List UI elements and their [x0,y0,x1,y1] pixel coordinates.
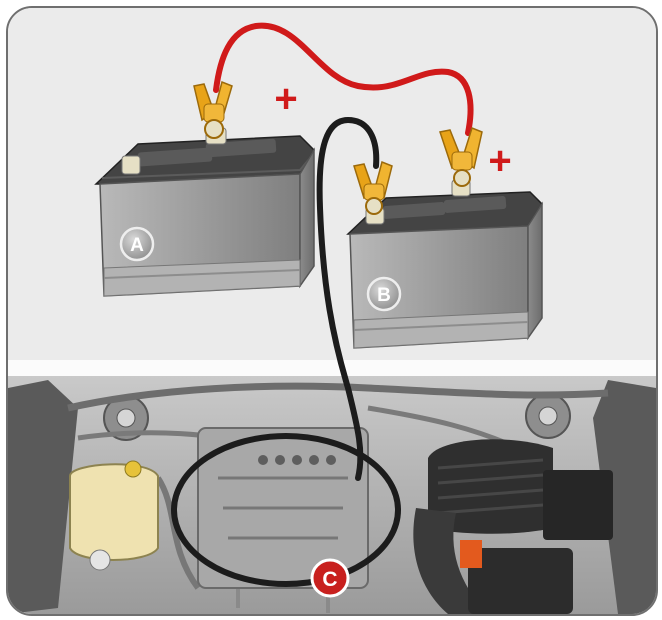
plus-sign-b: + [488,139,511,183]
diagram-frame: A B + + C [6,6,658,616]
jump-start-diagram: A B + + C [8,8,656,614]
battery-a-label: A [130,235,144,256]
battery-a: A [96,128,314,296]
ground-point-label: C [322,568,337,591]
plus-sign-a: + [274,77,297,121]
battery-b-label: B [377,285,391,306]
ground-point-marker: C [312,560,348,596]
